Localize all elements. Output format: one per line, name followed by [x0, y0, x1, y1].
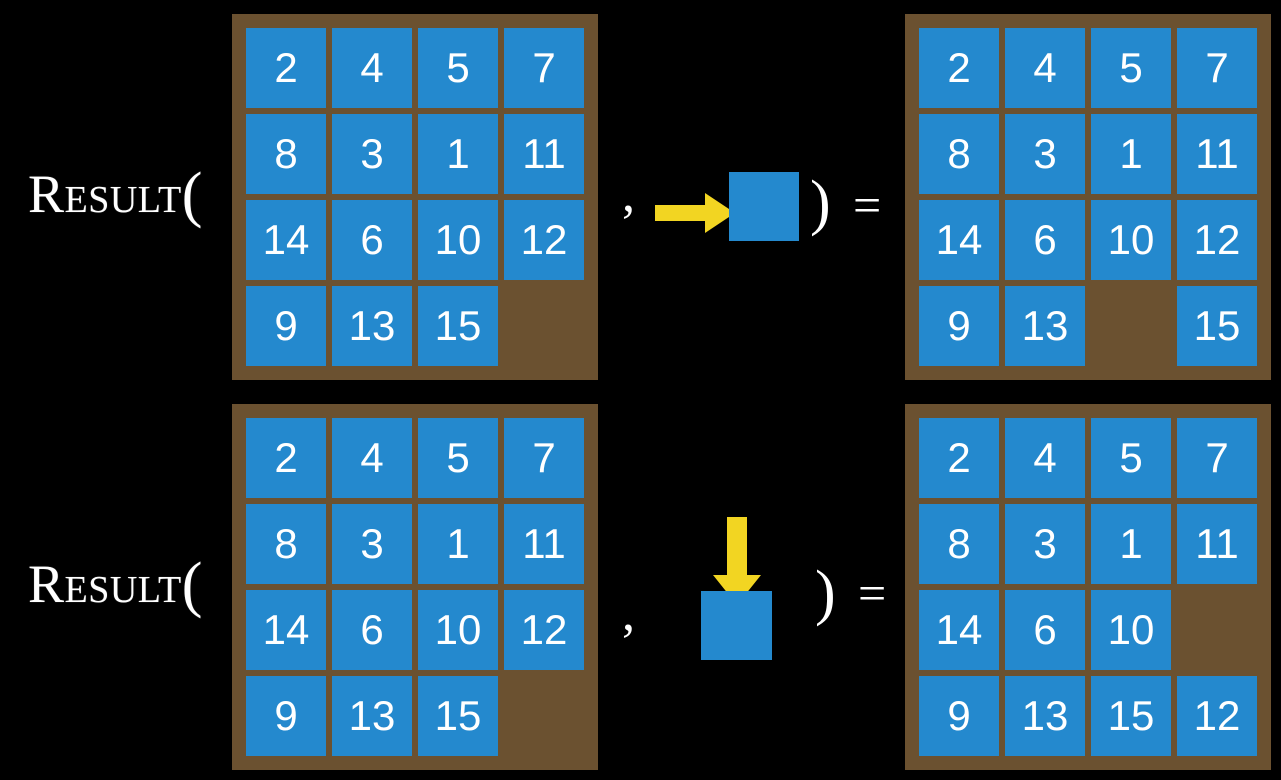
operand-region-1: , ) =	[600, 0, 905, 780]
empty-cell	[1177, 590, 1257, 670]
tile[interactable]: 13	[332, 676, 412, 756]
tile[interactable]: 4	[1005, 418, 1085, 498]
tile[interactable]: 2	[919, 28, 999, 108]
tile[interactable]: 5	[1091, 28, 1171, 108]
tile[interactable]: 14	[919, 590, 999, 670]
tile[interactable]: 15	[418, 676, 498, 756]
tile[interactable]: 4	[1005, 28, 1085, 108]
tile[interactable]: 12	[504, 590, 584, 670]
close-paren-1: )	[815, 559, 836, 627]
tile[interactable]: 1	[418, 504, 498, 584]
equals-sign-1: =	[858, 565, 887, 621]
tile[interactable]: 8	[246, 114, 326, 194]
tile[interactable]: 11	[504, 504, 584, 584]
tile[interactable]: 10	[418, 200, 498, 280]
tile[interactable]: 9	[246, 676, 326, 756]
equation-row-1: Result( 2 4 5 7 8 3 1 11 14 6 10 12 9 13…	[0, 390, 1281, 780]
tile[interactable]: 13	[1005, 676, 1085, 756]
tile[interactable]: 14	[919, 200, 999, 280]
result-word-0: Result	[28, 164, 182, 224]
open-paren-1: (	[181, 551, 203, 619]
tile[interactable]: 15	[1177, 286, 1257, 366]
equals-sign-0: =	[853, 177, 882, 233]
tile[interactable]: 9	[919, 286, 999, 366]
comma-separator-0: ,	[622, 166, 635, 223]
tile[interactable]: 11	[504, 114, 584, 194]
tile[interactable]: 6	[1005, 590, 1085, 670]
result-word-1: Result	[28, 554, 182, 614]
tile[interactable]: 1	[418, 114, 498, 194]
tile[interactable]: 10	[1091, 590, 1171, 670]
tile[interactable]: 9	[246, 286, 326, 366]
tile[interactable]: 13	[332, 286, 412, 366]
empty-cell	[1091, 286, 1171, 366]
tile[interactable]: 5	[1091, 418, 1171, 498]
tile[interactable]: 3	[1005, 114, 1085, 194]
tile[interactable]: 6	[1005, 200, 1085, 280]
tile[interactable]: 10	[418, 590, 498, 670]
tile[interactable]: 1	[1091, 114, 1171, 194]
tile[interactable]: 11	[1177, 504, 1257, 584]
tile[interactable]: 13	[1005, 286, 1085, 366]
tile[interactable]: 4	[332, 28, 412, 108]
comma-separator-1: ,	[622, 585, 635, 642]
tile[interactable]: 6	[332, 200, 412, 280]
tile[interactable]: 8	[919, 114, 999, 194]
tile[interactable]: 8	[246, 504, 326, 584]
tile[interactable]: 15	[1091, 676, 1171, 756]
input-board-0: 2 4 5 7 8 3 1 11 14 6 10 12 9 13 15	[232, 14, 598, 380]
tile[interactable]: 2	[246, 418, 326, 498]
tile[interactable]: 2	[919, 418, 999, 498]
tile[interactable]: 3	[332, 504, 412, 584]
output-board-1: 2 4 5 7 8 3 1 11 14 6 10 9 13 15 12	[905, 404, 1271, 770]
moving-tile-0[interactable]	[729, 172, 799, 241]
tile[interactable]: 2	[246, 28, 326, 108]
tile[interactable]: 6	[332, 590, 412, 670]
equation-row-0: Result( 2 4 5 7 8 3 1 11 14 6 10 12 9 13…	[28, 14, 1271, 380]
arrow-down-icon	[713, 517, 761, 605]
tile[interactable]: 12	[1177, 200, 1257, 280]
empty-cell	[504, 676, 584, 756]
tile[interactable]: 5	[418, 28, 498, 108]
tile[interactable]: 15	[418, 286, 498, 366]
input-board-1: 2 4 5 7 8 3 1 11 14 6 10 12 9 13 15	[232, 404, 598, 770]
result-label-1: Result(	[28, 554, 203, 616]
close-paren-0: )	[810, 169, 831, 237]
tile[interactable]: 8	[919, 504, 999, 584]
tile[interactable]: 9	[919, 676, 999, 756]
tile[interactable]: 12	[1177, 676, 1257, 756]
arrow-right-icon	[655, 193, 735, 233]
tile[interactable]: 3	[1005, 504, 1085, 584]
tile[interactable]: 14	[246, 590, 326, 670]
tile[interactable]: 7	[504, 418, 584, 498]
tile[interactable]: 4	[332, 418, 412, 498]
operand-region-0: , ) =	[600, 0, 905, 390]
tile[interactable]: 5	[418, 418, 498, 498]
tile[interactable]: 12	[504, 200, 584, 280]
empty-cell	[504, 286, 584, 366]
tile[interactable]: 7	[504, 28, 584, 108]
output-board-0: 2 4 5 7 8 3 1 11 14 6 10 12 9 13 15	[905, 14, 1271, 380]
open-paren-0: (	[181, 161, 203, 229]
tile[interactable]: 14	[246, 200, 326, 280]
moving-tile-1[interactable]	[701, 591, 772, 660]
tile[interactable]: 7	[1177, 28, 1257, 108]
tile[interactable]: 11	[1177, 114, 1257, 194]
tile[interactable]: 7	[1177, 418, 1257, 498]
result-label-0: Result(	[28, 164, 203, 226]
tile[interactable]: 3	[332, 114, 412, 194]
tile[interactable]: 10	[1091, 200, 1171, 280]
tile[interactable]: 1	[1091, 504, 1171, 584]
